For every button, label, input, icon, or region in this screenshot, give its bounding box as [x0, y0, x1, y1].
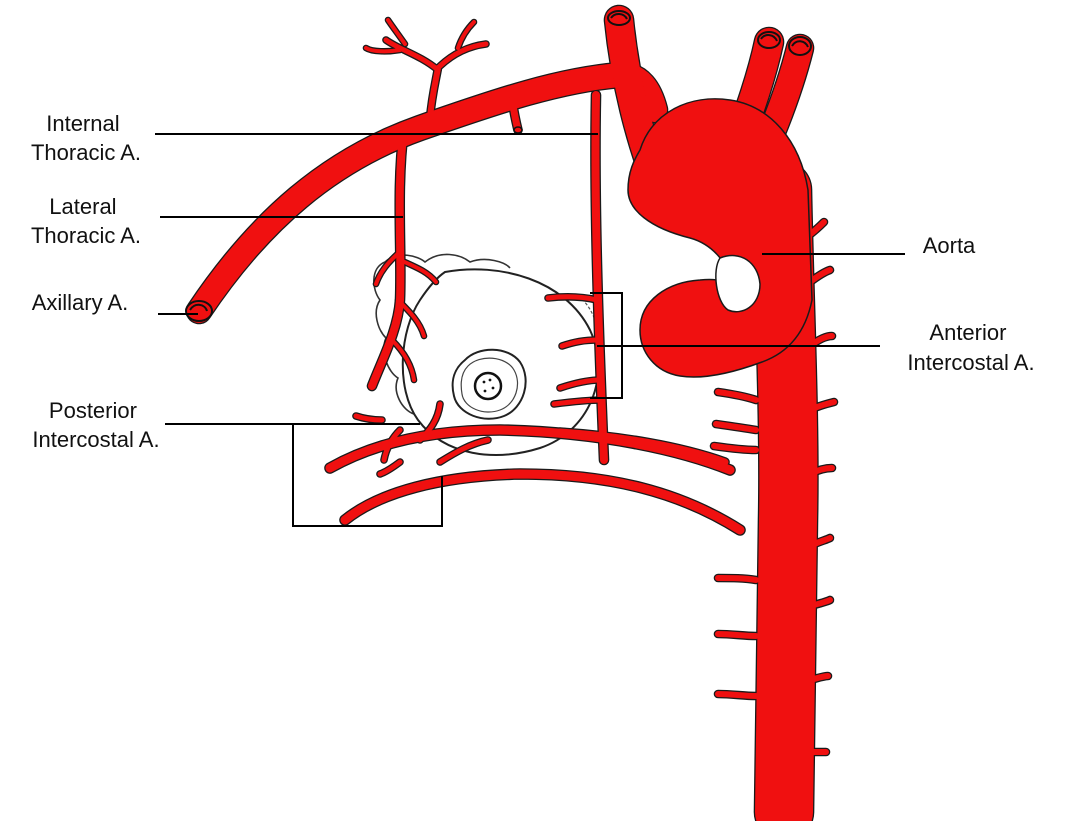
- posterior-intercostal-2: [345, 474, 740, 530]
- label-internal-thoracic: Internal Thoracic A.: [31, 111, 141, 165]
- label-anterior-intercostal: Anterior Intercostal A.: [907, 320, 1034, 375]
- spur-l4: [718, 578, 756, 580]
- aortic-arch-body: [628, 99, 812, 377]
- label-posterior-intercostal: Posterior Intercostal A.: [32, 398, 159, 452]
- spur-l5: [718, 634, 756, 636]
- spur-l6: [718, 694, 756, 696]
- thoracoacromial-left: [386, 40, 438, 70]
- label-axillary: Axillary A.: [32, 290, 129, 315]
- nipple: [475, 373, 501, 399]
- label-aorta: Aorta: [923, 233, 976, 258]
- label-lateral-thoracic: Lateral Thoracic A.: [31, 194, 141, 248]
